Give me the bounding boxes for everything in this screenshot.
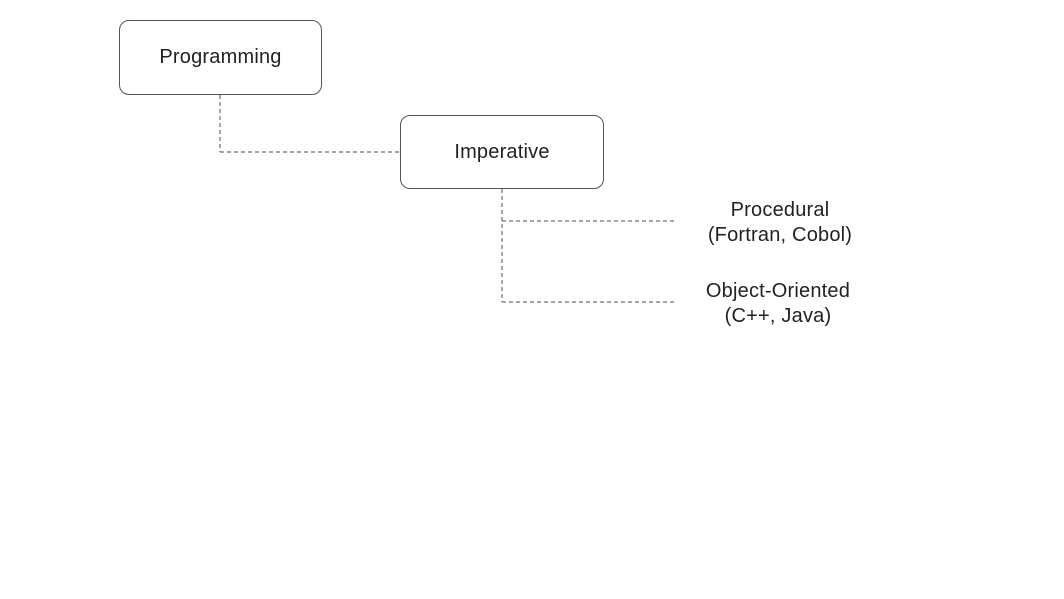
leaf-procedural-examples: (Fortran, Cobol) — [707, 224, 853, 246]
node-imperative: Imperative — [400, 115, 604, 189]
node-imperative-label: Imperative — [454, 140, 550, 163]
leaf-procedural: Procedural (Fortran, Cobol) — [680, 198, 880, 248]
node-programming: Programming — [119, 20, 322, 95]
leaf-object-oriented-examples: (C++, Java) — [724, 305, 832, 327]
leaf-procedural-name: Procedural — [730, 199, 830, 221]
leaf-object-oriented: Object-Oriented (C++, Java) — [676, 279, 880, 329]
leaf-object-oriented-name: Object-Oriented — [705, 280, 851, 302]
node-programming-label: Programming — [159, 46, 282, 68]
